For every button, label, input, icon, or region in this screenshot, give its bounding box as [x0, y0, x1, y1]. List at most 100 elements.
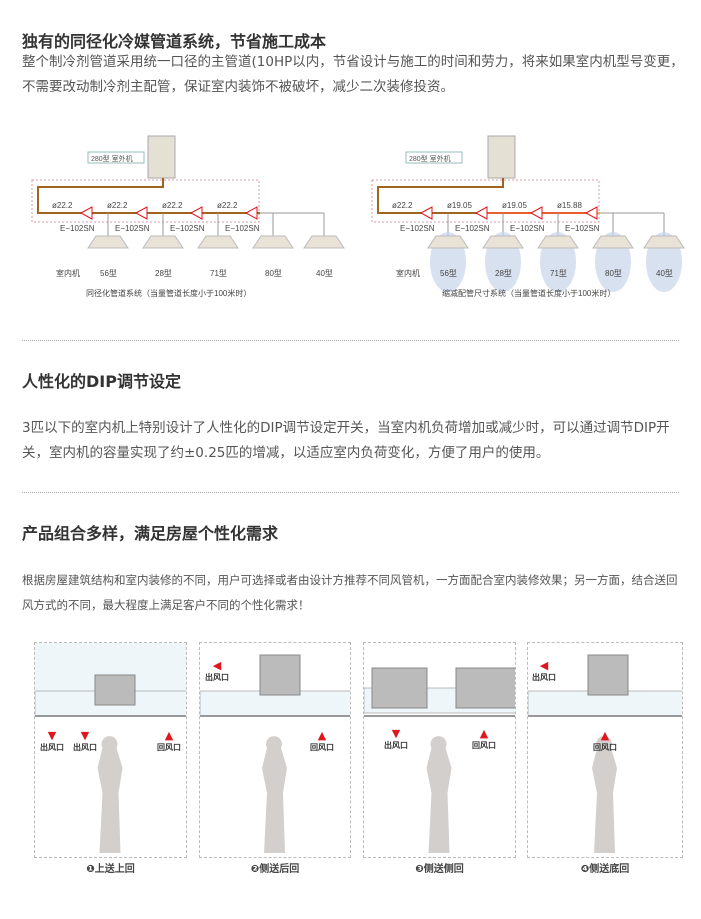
duct-unit-icon: [455, 667, 515, 709]
divider: [22, 340, 679, 341]
section1-text: 整个制冷剂管道采用统一口径的主管道(10HP以内，节省设计与施工的时间和劳力，将…: [22, 54, 684, 95]
vent-label: 回风口: [472, 741, 496, 750]
unit-model: 56型: [440, 269, 457, 278]
branch-model: E−102SN: [170, 224, 205, 233]
branch-joint-icon: [584, 206, 598, 220]
vent-label: 出风口: [205, 673, 229, 682]
unit-model: 56型: [100, 269, 117, 278]
pipe-diameter: ø19.05: [502, 201, 527, 210]
branch-model: E−102SN: [510, 224, 545, 233]
diagram-caption: 缩减配管尺寸系统（当量管道长度小于100米时）: [442, 288, 615, 298]
vent-marker: ▲回风口: [472, 727, 496, 751]
panel-caption: ❸侧送侧回: [415, 864, 464, 875]
diagram-reduced-diameter: 280型 室外机ø22.2E−102SNø19.05E−102SNø19.05E…: [371, 135, 685, 298]
unit-model: 40型: [316, 269, 333, 278]
section1-title: 独有的同径化冷媒管道系统，节省施工成本: [22, 32, 327, 51]
pipe-diameter: ø19.05: [447, 201, 472, 210]
unit-model: 71型: [550, 269, 567, 278]
unit-model: 28型: [155, 269, 172, 278]
divider: [22, 492, 679, 493]
unit-model: 80型: [605, 269, 622, 278]
vent-label: 回风口: [593, 743, 617, 752]
unit-model: 28型: [495, 269, 512, 278]
unit-model: 40型: [656, 269, 673, 278]
main-pipe: [377, 178, 504, 214]
branch-model: E−102SN: [60, 224, 95, 233]
vent-label: 回风口: [310, 743, 334, 752]
unit-model: 80型: [265, 269, 282, 278]
person-silhouette-icon: [97, 736, 123, 853]
pipe-diameter: ø22.2: [107, 201, 128, 210]
installation-panel-3: ▼出风口 ▲回风口: [363, 642, 516, 858]
pipe-diameter: ø15.88: [557, 201, 582, 210]
outdoor-label-box: [87, 151, 145, 164]
installation-illustration: [200, 654, 350, 853]
indoor-unit-icon: [87, 235, 129, 249]
outdoor-label: 280型 室外机: [91, 154, 133, 163]
branch-joint-icon: [474, 206, 488, 220]
outdoor-unit-icon: [487, 135, 516, 179]
installation-panel-2: ◀出风口 ▲回风口: [199, 642, 351, 858]
airflow-arrow-icon: ▲: [317, 729, 327, 742]
branch-model: E−102SN: [115, 224, 150, 233]
branch-model: E−102SN: [225, 224, 260, 233]
pipe-diameter: ø22.2: [52, 201, 73, 210]
indoor-unit-icon: [592, 235, 634, 249]
panel-caption: ❹侧送底回: [580, 864, 630, 875]
pipe-diameter: ø22.2: [217, 201, 238, 210]
branch-model: E−102SN: [400, 224, 435, 233]
duct-unit-icon: [587, 654, 629, 696]
outdoor-unit-icon: [147, 135, 176, 179]
branch-joint-icon: [134, 206, 148, 220]
installation-illustration: [35, 643, 186, 853]
duct-unit-icon: [94, 674, 136, 706]
installation-illustration: [364, 667, 515, 853]
section2-title: 人性化的DIP调节设定: [22, 372, 181, 391]
pipe-diameter: ø22.2: [392, 201, 413, 210]
installation-panel-1: ▼出风口▼出风口▲回风口: [34, 642, 187, 858]
branch-joint-icon: [529, 206, 543, 220]
indoor-unit-icon: [482, 235, 524, 249]
branch-joint-icon: [79, 206, 93, 220]
airflow-arrow-icon: ▲: [164, 729, 174, 742]
airflow-arrow-icon: ▲: [600, 729, 610, 742]
branch-joint-icon: [189, 206, 203, 220]
airflow-arrow-icon: ▲: [479, 727, 489, 740]
vent-marker: ◀出风口: [205, 659, 229, 683]
installation-panel-4: ◀出风口 ▲回风口: [527, 642, 683, 858]
person-silhouette-icon: [262, 736, 287, 853]
installation-illustration: [528, 654, 682, 853]
branch-model: E−102SN: [565, 224, 600, 233]
vent-label: 出风口: [384, 741, 408, 750]
vent-label: 出风口: [40, 743, 64, 752]
indoor-unit-icon: [643, 235, 685, 249]
pipe-diameter: ø22.2: [162, 201, 183, 210]
outdoor-label-box: [405, 151, 463, 164]
section3-text: 根据房屋建筑结构和室内装修的不同，用户可选择或者由设计方推荐不同风管机，一方面配…: [22, 573, 678, 612]
diagram-same-diameter: 280型 室外机 ø22.2E−102SN ø22.2E−102SN ø22.2E−1…: [31, 135, 345, 298]
airflow-arrow-icon: ▼: [47, 729, 57, 742]
main-pipe: [37, 178, 164, 214]
vent-label: 出风口: [532, 673, 556, 682]
unit-model: 71型: [210, 269, 227, 278]
branch-joint-icon: [419, 206, 433, 220]
pipe-group-box: [31, 179, 260, 223]
indoor-unit-icon: [427, 235, 469, 249]
duct-unit-icon: [259, 654, 301, 696]
panel-caption: ❷侧送后回: [250, 864, 300, 875]
vent-marker: ▲回风口: [157, 729, 181, 753]
indoor-unit-icon: [142, 235, 184, 249]
diagram-caption: 同径化管道系统（当量管道长度小于100米时）: [86, 288, 251, 298]
vent-marker: ▼出风口: [384, 727, 408, 751]
section3-title: 产品组合多样，满足房屋个性化需求: [22, 524, 279, 543]
branch-joint-icon: [244, 206, 258, 220]
panel-caption: ❶上送上回: [86, 864, 135, 875]
vent-marker: ◀出风口: [532, 659, 556, 683]
vent-marker: ▼出风口: [40, 729, 64, 753]
branch-model: E−102SN: [455, 224, 490, 233]
indoor-label: 室内机: [56, 268, 80, 278]
vent-label: 回风口: [157, 743, 181, 752]
airflow-arrow-icon: ◀: [212, 659, 222, 672]
vent-marker: ▼出风口: [73, 729, 97, 753]
indoor-unit-icon: [252, 235, 294, 249]
